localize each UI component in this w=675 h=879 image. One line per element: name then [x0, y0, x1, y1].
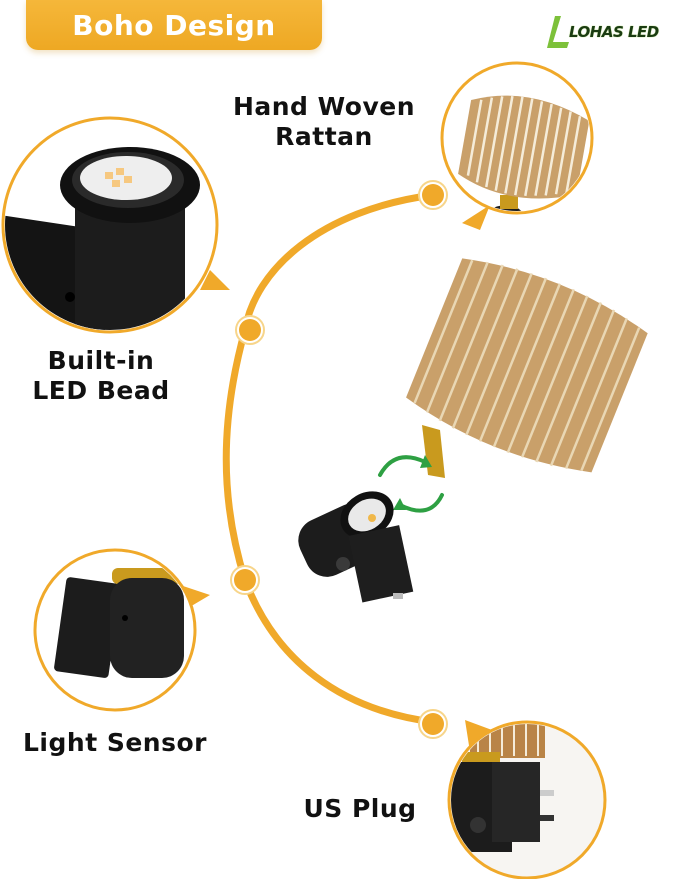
arc-node-led — [235, 315, 265, 345]
feature-label-line: US Plug — [303, 794, 417, 823]
feature-label-led-bead: Built-in LED Bead — [20, 346, 182, 406]
us-plug-detail-bubble — [447, 720, 607, 879]
rattan-shade-image — [406, 258, 648, 478]
rattan-detail-bubble — [440, 61, 594, 230]
led-bead-detail-bubble — [1, 116, 230, 334]
arc-node-rattan — [418, 180, 448, 210]
feature-label-rattan: Hand Woven Rattan — [208, 92, 440, 152]
feature-label-light-sensor: Light Sensor — [10, 728, 220, 758]
logo-l-mark-icon — [547, 16, 569, 48]
feature-label-line: Light Sensor — [23, 728, 207, 757]
brand-name: LOHAS LED — [569, 23, 659, 41]
banner-title: Boho Design — [72, 8, 276, 42]
arc-node-sensor — [230, 565, 260, 595]
plug-base-image — [298, 491, 414, 603]
feature-label-line: LED Bead — [32, 376, 170, 405]
feature-label-us-plug: US Plug — [285, 794, 435, 824]
light-sensor-detail-bubble — [33, 548, 210, 712]
brand-logo: LOHAS LED — [545, 14, 670, 50]
rotate-arrows-icon — [378, 455, 444, 513]
feature-label-line: Rattan — [275, 122, 373, 151]
arc-node-plug — [418, 709, 448, 739]
feature-label-line: Built-in — [47, 346, 155, 375]
boho-design-banner: Boho Design — [26, 0, 322, 50]
feature-label-line: Hand Woven — [232, 92, 416, 121]
